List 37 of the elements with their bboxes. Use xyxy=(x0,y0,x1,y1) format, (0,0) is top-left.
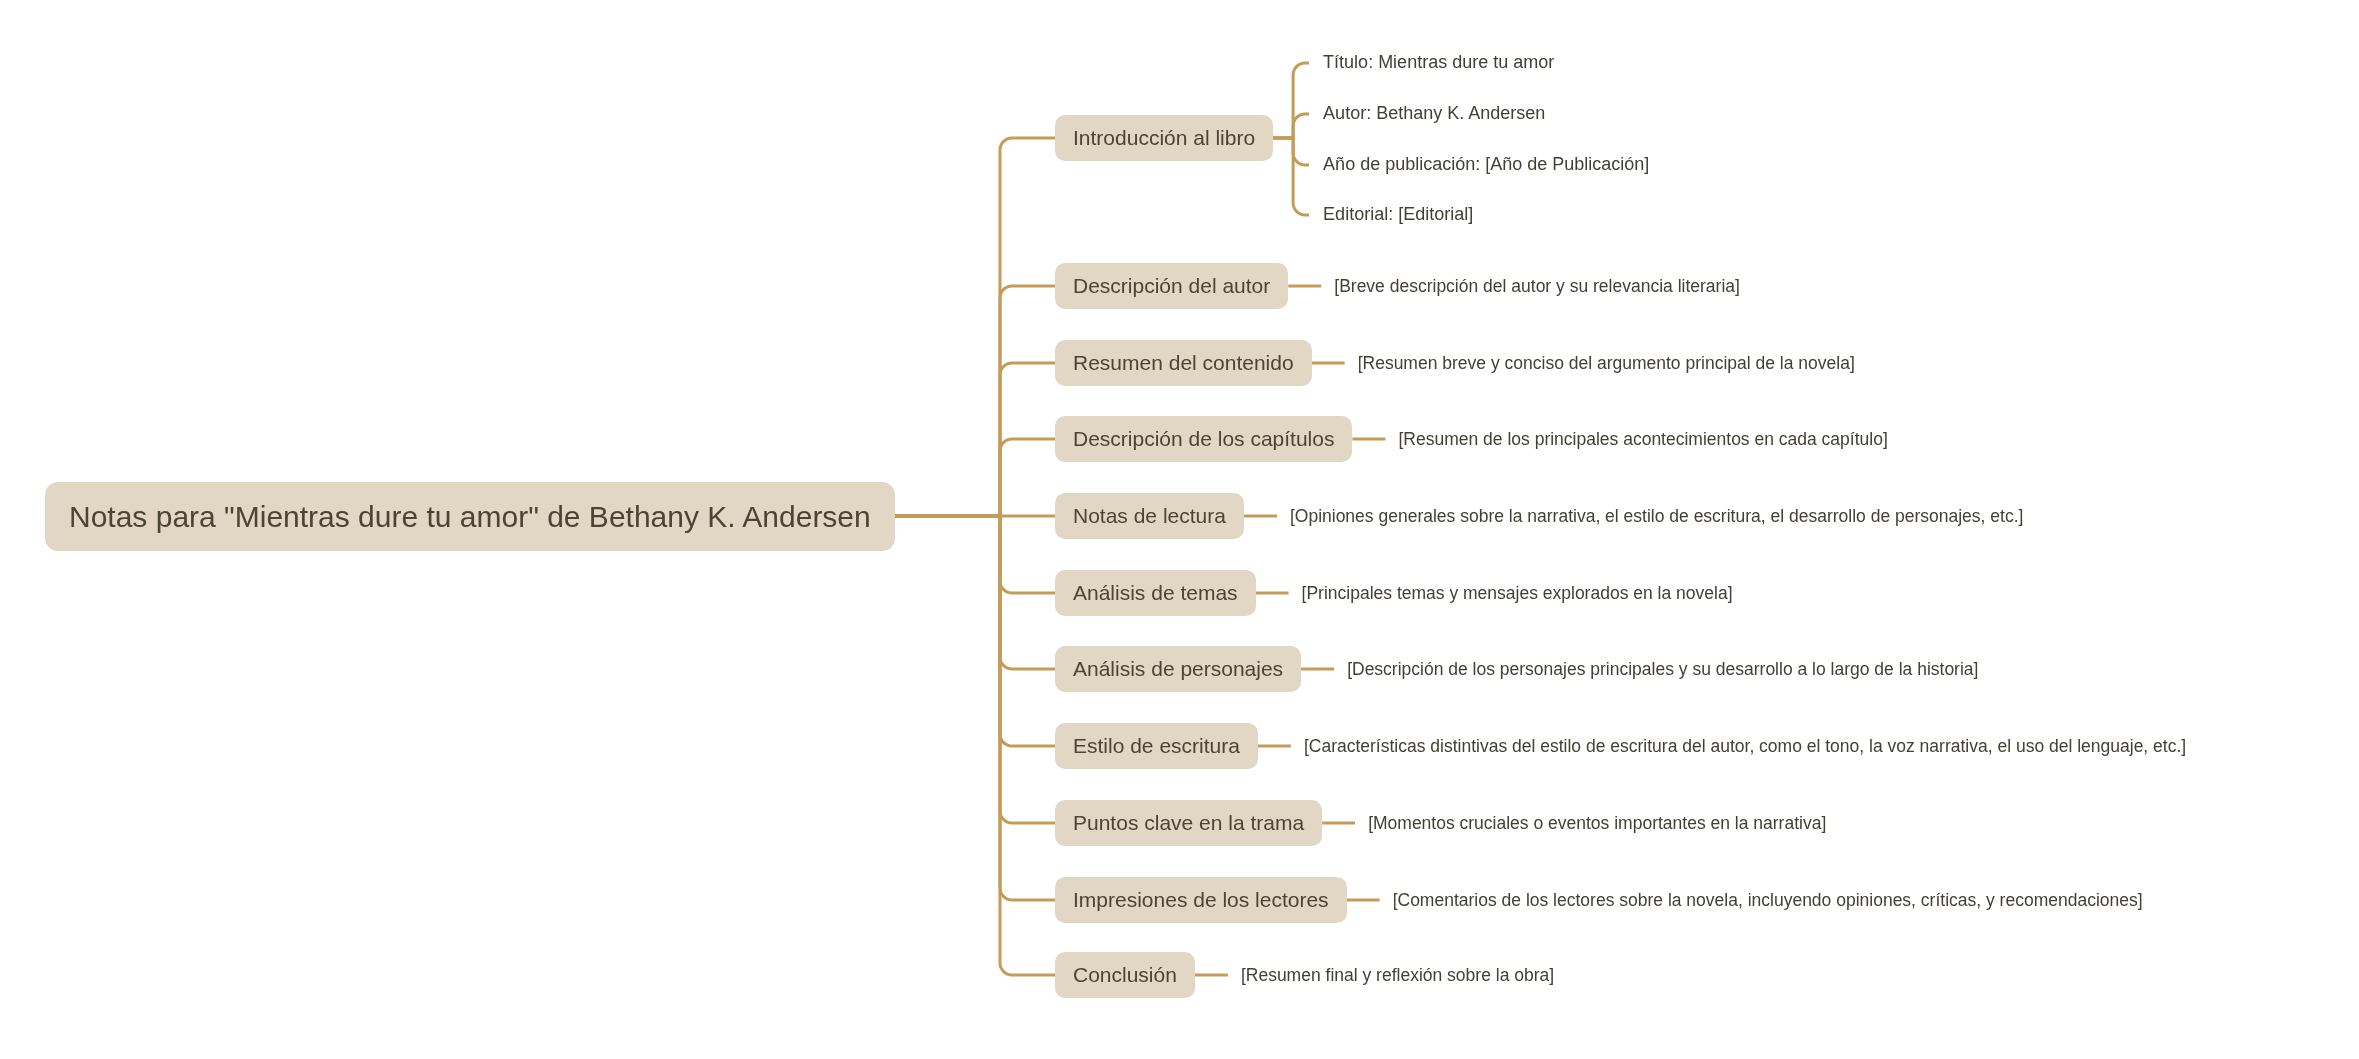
connector-line xyxy=(1346,898,1380,902)
topic-node: Descripción de los capítulos xyxy=(1055,416,1353,462)
topic-node: Conclusión xyxy=(1055,952,1195,998)
connector-line xyxy=(1255,591,1289,595)
note-text: [Comentarios de los lectores sobre la novela, incluyendo opiniones, críticas, y recomendaciones] xyxy=(1392,888,2143,912)
topic-node: Resumen del contenido xyxy=(1055,340,1312,386)
note-text: [Momentos cruciales o eventos importantes en la narrativa] xyxy=(1368,811,1827,835)
note-text: [Resumen final y reflexión sobre la obra] xyxy=(1240,963,1555,987)
topic-node: Estilo de escritura xyxy=(1055,723,1258,769)
connector-line xyxy=(1273,136,1310,217)
topic-node: Notas de lectura xyxy=(1055,493,1244,539)
detail-text: Año de publicación: [Año de Publicación] xyxy=(1323,153,1650,177)
note-text: [Resumen de los principales acontecimientos en cada capítulo] xyxy=(1398,427,1888,451)
connector-line xyxy=(1243,514,1277,518)
note-text: [Resumen breve y conciso del argumento principal de la novela] xyxy=(1357,351,1855,375)
central-topic: Notas para "Mientras dure tu amor" de Bethany K. Andersen xyxy=(45,481,895,551)
connector-line xyxy=(1322,821,1356,825)
detail-text: Editorial: [Editorial] xyxy=(1323,203,1474,227)
detail-text: Título: Mientras dure tu amor xyxy=(1323,51,1555,75)
connector-line xyxy=(1194,973,1228,977)
connector-line xyxy=(1288,284,1322,288)
topic-node: Impresiones de los lectores xyxy=(1055,877,1347,923)
topic-node: Análisis de temas xyxy=(1055,570,1256,616)
note-text: [Opiniones generales sobre la narrativa, el estilo de escritura, el desarrollo de personajes, etc.] xyxy=(1289,504,2024,528)
connector-line xyxy=(1257,744,1291,748)
connector-line xyxy=(1352,437,1386,441)
topic-node: Análisis de personajes xyxy=(1055,646,1302,692)
topic-node: Puntos clave en la trama xyxy=(1055,800,1323,846)
note-text: [Características distintivas del estilo de escritura del autor, como el tono, la voz narrativa, el uso del lenguaje, etc.] xyxy=(1303,734,2187,758)
connector-line xyxy=(1301,667,1335,671)
topic-node: Descripción del autor xyxy=(1055,263,1289,309)
connector-line xyxy=(1311,361,1345,365)
note-text: [Principales temas y mensajes explorados en la novela] xyxy=(1301,581,1733,605)
detail-text: Autor: Bethany K. Andersen xyxy=(1323,102,1546,126)
topic-node: Introducción al libro xyxy=(1055,115,1274,161)
note-text: [Descripción de los personajes principales y su desarrollo a lo largo de la historia] xyxy=(1347,657,1979,681)
note-text: [Breve descripción del autor y su relevancia literaria] xyxy=(1334,274,1740,298)
